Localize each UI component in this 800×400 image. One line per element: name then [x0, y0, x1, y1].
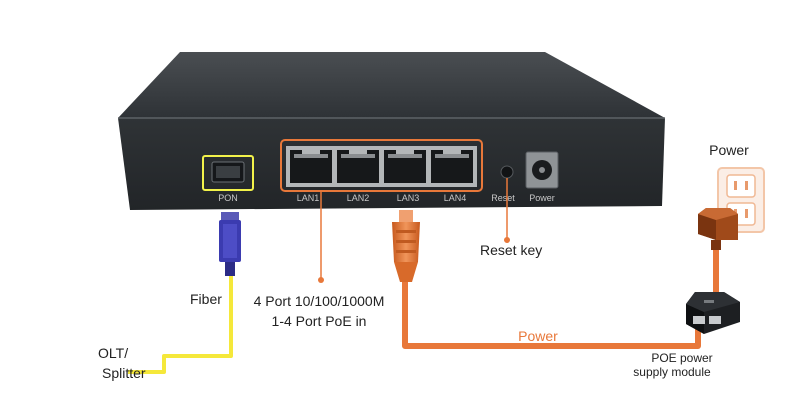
reset-key-label: Reset key	[480, 242, 542, 258]
reset-button: Reset	[491, 165, 515, 203]
lan3-port-label: LAN3	[397, 193, 420, 203]
lan-port-group: LAN1 LAN2 LAN3 LAN4	[280, 139, 483, 203]
lan-port-group-highlight	[280, 139, 483, 192]
fiber-connector	[219, 212, 241, 276]
lan1-port	[290, 150, 332, 183]
pon-port-highlight	[202, 155, 254, 191]
lan4-port	[431, 150, 473, 183]
power-port-label: Power	[529, 193, 555, 203]
pon-port-label: PON	[218, 193, 238, 203]
lan2-port	[337, 150, 379, 183]
lan2-port-label: LAN2	[347, 193, 370, 203]
power-plug	[698, 208, 738, 250]
pon-port: PON	[202, 155, 254, 203]
power-outlet-label: Power	[709, 142, 749, 158]
power-cable-label: Power	[518, 328, 558, 344]
poe-injector	[686, 292, 740, 334]
lan1-port-label: LAN1	[297, 193, 320, 203]
fiber-cable	[128, 212, 241, 374]
leader-lines	[318, 178, 510, 283]
lan-description-line2: 1-4 Port PoE in	[272, 313, 367, 329]
poe-module-label-line1: POE power	[651, 351, 712, 365]
rj45-plug	[392, 210, 420, 282]
lan4-port-label: LAN4	[444, 193, 467, 203]
olt-label-line2: Splitter	[102, 365, 146, 381]
lan3-port	[384, 150, 426, 183]
ethernet-cable	[392, 210, 701, 349]
lan-description-line1: 4 Port 10/100/1000M	[254, 293, 385, 309]
power-jack: Power	[525, 151, 559, 203]
fiber-label: Fiber	[190, 291, 222, 307]
reset-port-label: Reset	[491, 193, 515, 203]
olt-label-line1: OLT/	[98, 345, 128, 361]
poe-module-label-line2: supply module	[633, 365, 711, 379]
router-top-face	[118, 52, 665, 118]
